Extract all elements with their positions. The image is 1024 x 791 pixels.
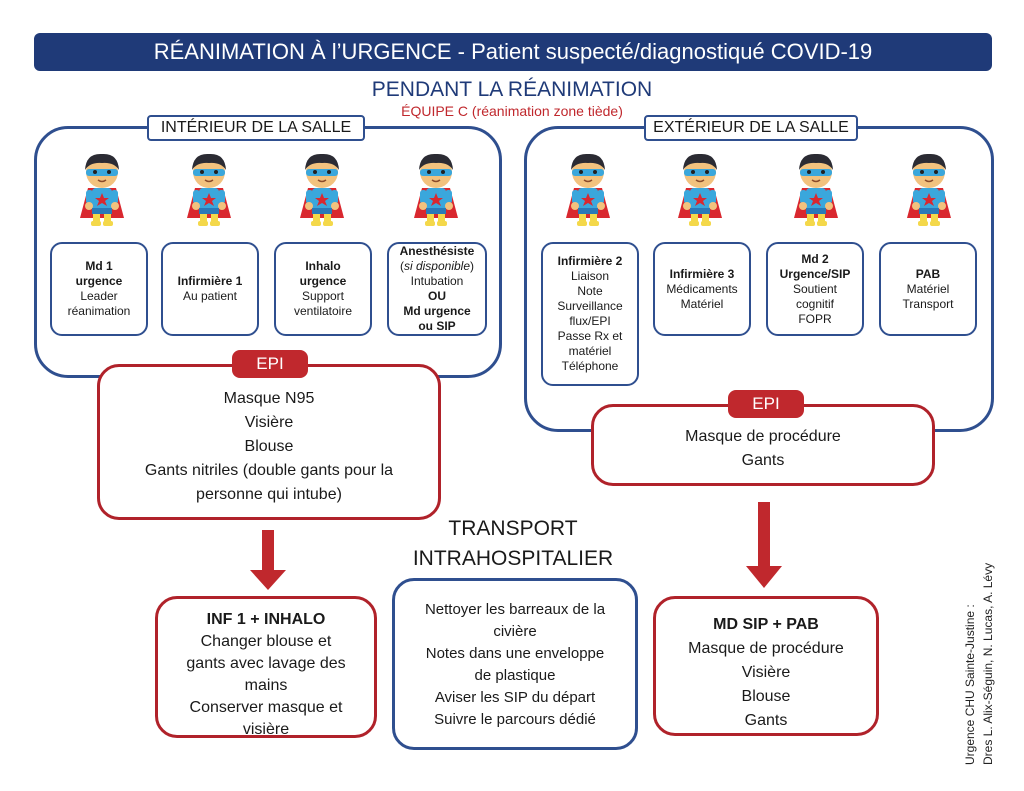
role-card-infirmiere2: Infirmière 2 Liaison Note Surveillance f… — [541, 242, 639, 386]
superhero-icon — [793, 153, 839, 227]
superhero-icon — [186, 153, 232, 227]
outside-room-label: EXTÉRIEUR DE LA SALLE — [644, 115, 858, 141]
role-card-infirmiere3: Infirmière 3 Médicaments Matériel — [653, 242, 751, 336]
superhero-icon — [677, 153, 723, 227]
credit-text: Urgence CHU Sainte-Justine : Dres L. Ali… — [963, 563, 995, 765]
title-banner: RÉANIMATION À l’URGENCE - Patient suspec… — [34, 33, 992, 71]
svg-text:Dres L. Alix-Séguin, N. Lucas,: Dres L. Alix-Séguin, N. Lucas, A. Lévy — [981, 563, 995, 765]
role-card-anesthesiste: Anesthésiste (si disponible) Intubation … — [387, 242, 487, 336]
role-card-md2: Md 2 Urgence/SIP Soutient cognitif FOPR — [766, 242, 864, 336]
arrow-down-icon — [746, 502, 782, 588]
subtitle: PENDANT LA RÉANIMATION — [371, 78, 653, 101]
transport-title: TRANSPORT INTRAHOSPITALIER — [412, 517, 614, 570]
epi-inside-box: Masque N95 Visière Blouse Gants nitriles… — [97, 364, 441, 520]
role-card-pab: PAB Matériel Transport — [879, 242, 977, 336]
inside-room-label: INTÉRIEUR DE LA SALLE — [147, 115, 365, 141]
role-card-inhalo: Inhalo urgence Support ventilatoire — [274, 242, 372, 336]
inf1-inhalo-box: INF 1 + INHALO Changer blouse et gants a… — [155, 596, 377, 738]
role-card-md1: Md 1 urgence Leader réanimation — [50, 242, 148, 336]
md-sip-pab-box: MD SIP + PAB Masque de procédure Visière… — [653, 596, 879, 736]
superhero-icon — [565, 153, 611, 227]
svg-text:Urgence CHU Sainte-Justine :: Urgence CHU Sainte-Justine : — [963, 604, 977, 765]
epi-outside-tag: EPI — [728, 390, 804, 418]
epi-inside-tag: EPI — [232, 350, 308, 378]
superhero-icon — [906, 153, 952, 227]
role-card-infirmiere1: Infirmière 1 Au patient — [161, 242, 259, 336]
superhero-icon — [79, 153, 125, 227]
superhero-icon — [413, 153, 459, 227]
team-label: ÉQUIPE C (réanimation zone tiède) — [401, 103, 623, 119]
title-text: RÉANIMATION À l’URGENCE - Patient suspec… — [153, 39, 873, 64]
arrow-down-icon — [250, 530, 286, 590]
transport-box: Nettoyer les barreaux de la civière Note… — [392, 578, 638, 750]
superhero-icon — [299, 153, 345, 227]
